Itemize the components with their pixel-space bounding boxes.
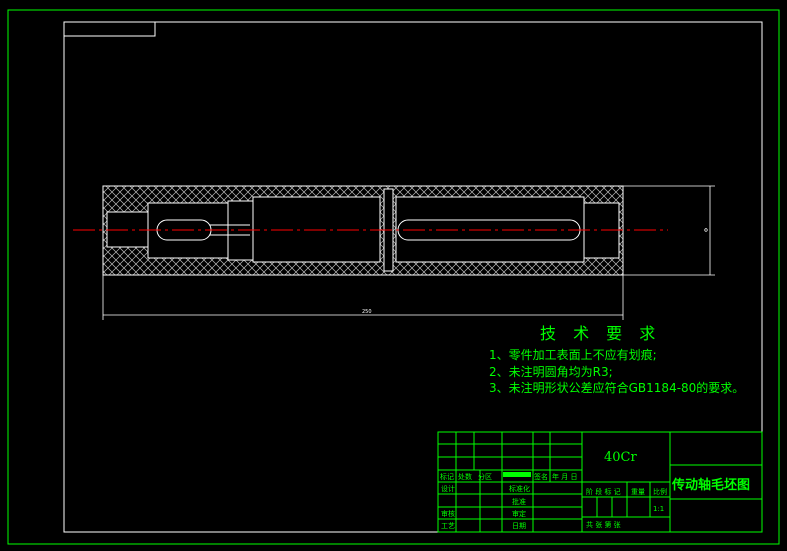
label-approve: 批准 <box>512 498 526 506</box>
label-stage: 阶 段 标 记 <box>586 488 621 496</box>
label-weight: 重量 <box>631 488 645 496</box>
rev-header-mark: 标记 <box>440 473 454 481</box>
scale-value: 1:1 <box>653 505 665 513</box>
label-process: 工艺 <box>441 522 455 530</box>
label-date: 日期 <box>512 522 526 530</box>
drawing-name: 传动轴毛坯图 <box>672 478 751 493</box>
length-dimension: 250 <box>102 275 624 320</box>
rev-header-date: 年 月 日 <box>552 473 578 481</box>
label-scale: 比例 <box>653 488 667 496</box>
length-dim-text: 250 <box>362 309 372 315</box>
diameter-dim-text: Φ <box>704 228 708 234</box>
tech-req-item-2: 2、未注明圆角均为R3; <box>489 365 613 379</box>
material-label: 40Cr <box>604 450 637 465</box>
title-block-grid <box>437 431 763 533</box>
label-design: 设计 <box>441 485 455 493</box>
rev-header-zone: 分区 <box>478 473 492 481</box>
tech-req-item-3: 3、未注明形状公差应符合GB1184-80的要求。 <box>489 381 745 395</box>
label-review: 审核 <box>441 510 455 518</box>
code-box <box>63 21 156 37</box>
rev-header-count: 处数 <box>458 473 472 481</box>
outer-frame <box>7 9 780 545</box>
filled-cell <box>503 472 531 477</box>
inner-frame <box>63 21 763 533</box>
sheet-label: 共 张 第 张 <box>586 521 621 529</box>
tech-requirements-title: 技 术 要 求 <box>540 324 662 343</box>
label-verify: 审定 <box>512 510 526 518</box>
rev-header-sign: 签名 <box>534 473 548 481</box>
diameter-dimension: Φ <box>623 185 715 276</box>
label-standard: 标准化 <box>509 485 530 493</box>
tech-req-item-1: 1、零件加工表面上不应有划痕; <box>489 348 657 362</box>
